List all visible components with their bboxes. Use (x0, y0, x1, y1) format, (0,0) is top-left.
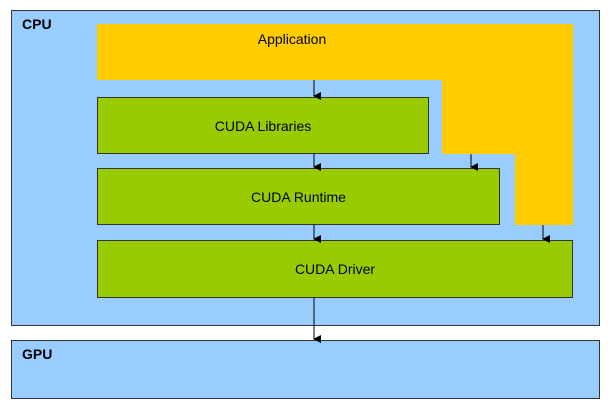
cuda-libraries-block: CUDA Libraries (97, 97, 429, 154)
cuda-driver-label: CUDA Driver (294, 261, 376, 277)
cuda-runtime-label: CUDA Runtime (251, 188, 346, 205)
cuda-libraries-label: CUDA Libraries (214, 117, 312, 134)
application-label: Application (257, 31, 327, 47)
application-block (97, 24, 573, 225)
cpu-label: CPU (22, 16, 52, 32)
cuda-runtime-block: CUDA Runtime (97, 168, 500, 225)
gpu-label: GPU (22, 346, 53, 362)
gpu-region: GPU (11, 340, 600, 399)
cuda-driver-block: CUDA Driver (97, 240, 573, 298)
